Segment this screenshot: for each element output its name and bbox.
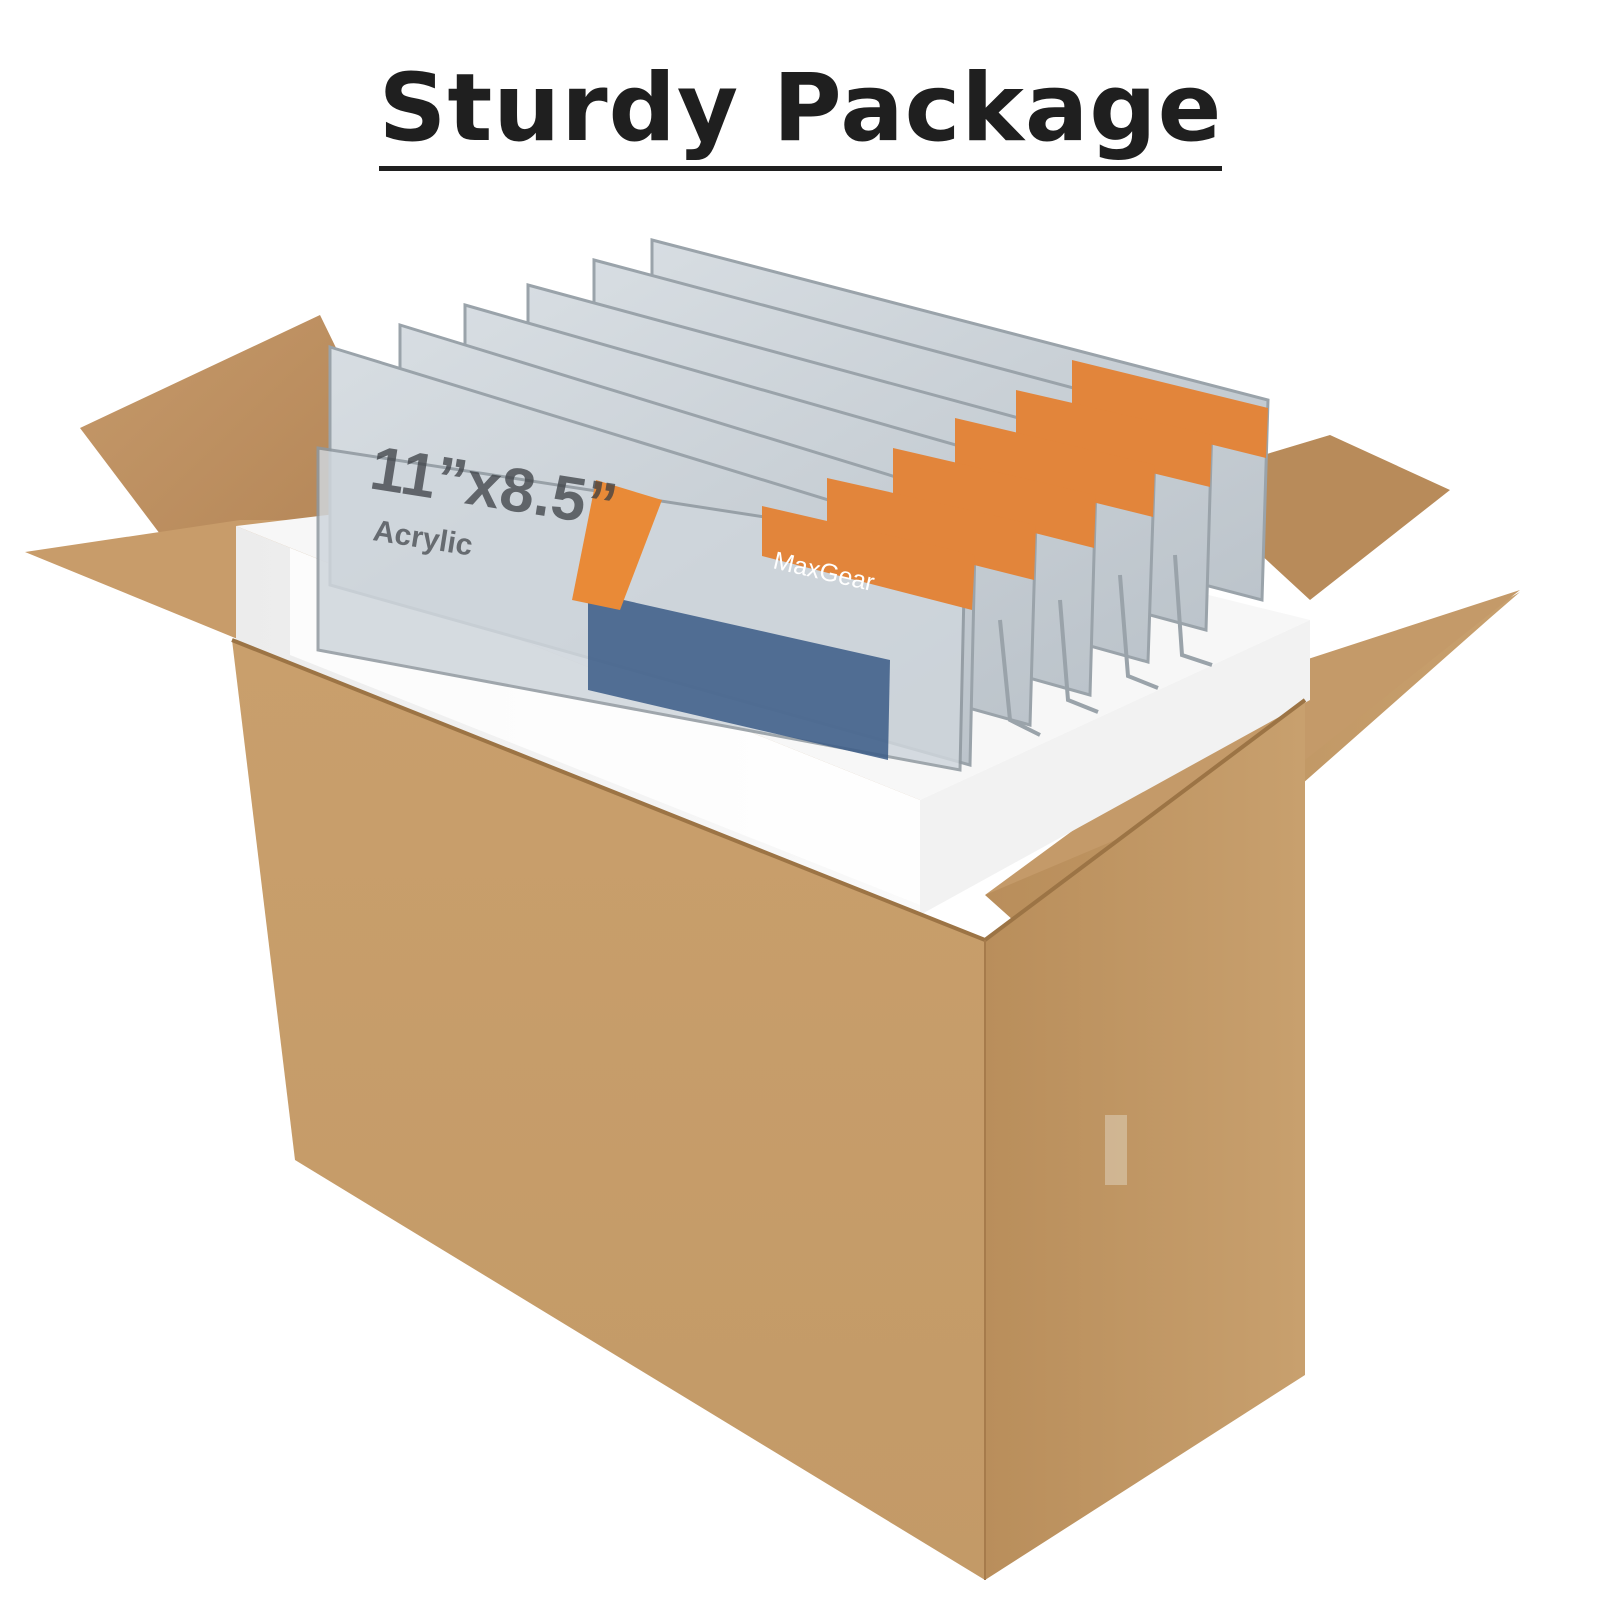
brand-label: MaxGear: [771, 547, 877, 597]
box-front-face: [232, 640, 985, 1580]
tape-piece: [1105, 1115, 1127, 1185]
material-label: Acrylic: [371, 514, 475, 562]
brand-tags: [762, 360, 1268, 610]
headline-text: Sturdy Package: [378, 62, 1223, 171]
box-side-face: [985, 700, 1305, 1580]
headline: Sturdy Package: [0, 62, 1601, 171]
foam-block-right: [920, 620, 1310, 915]
